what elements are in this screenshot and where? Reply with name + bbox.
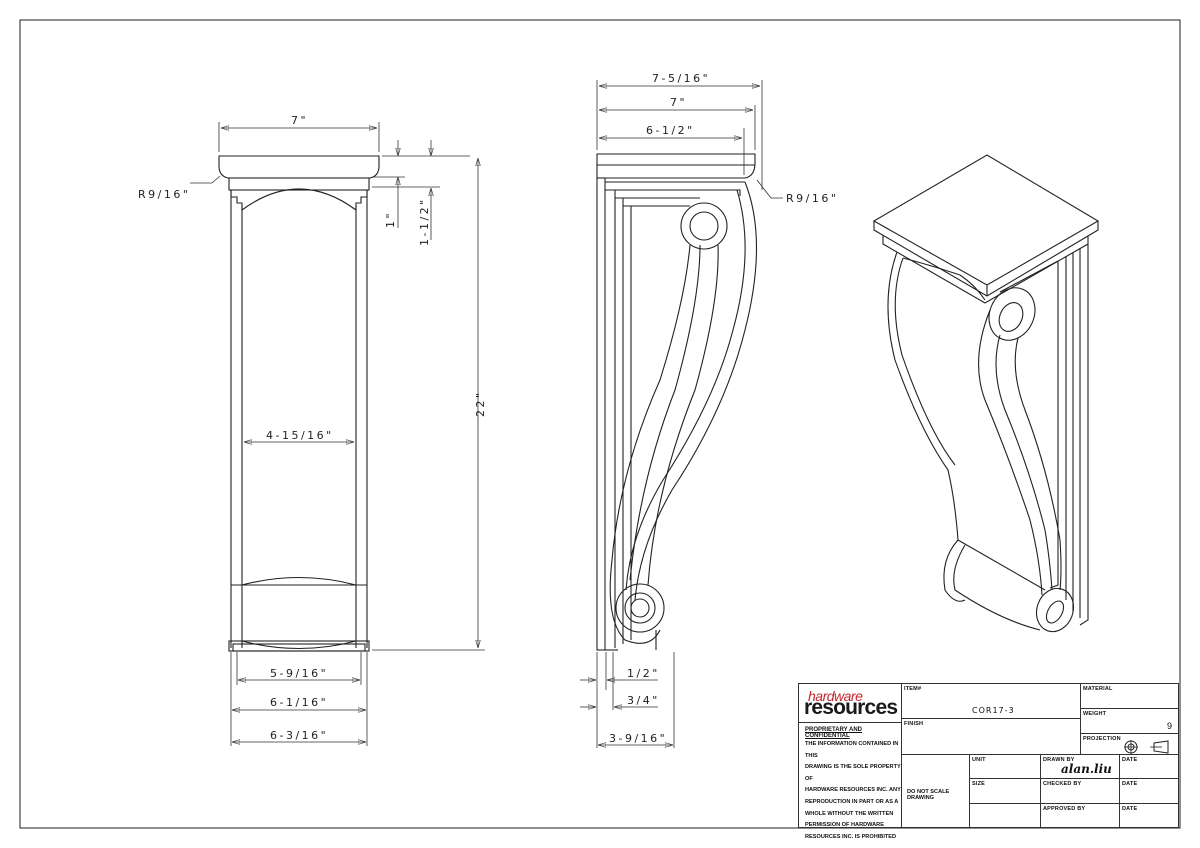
- checked-by-cell: CHECKED BY: [1040, 778, 1120, 804]
- material-cell: MATERIAL: [1080, 683, 1179, 709]
- weight-cell: WEIGHT 9: [1080, 708, 1179, 734]
- approved-by-label: APPROVED BY: [1043, 806, 1086, 812]
- logo-resources: resources: [804, 696, 898, 719]
- drawn-by-signature: alan.liu: [1061, 762, 1112, 776]
- drawn-by-cell: DRAWN BY alan.liu: [1040, 754, 1120, 779]
- side-view-dimensions: [580, 80, 783, 748]
- size-cell: SIZE: [969, 778, 1041, 804]
- date-label: DATE: [1122, 806, 1138, 812]
- finish-cell: FINISH: [901, 718, 1081, 755]
- item-cell: ITEM# COR17-3: [901, 683, 1081, 719]
- date-cell-checked: DATE: [1119, 778, 1179, 804]
- dim-side-offset-mid: 3/4": [627, 694, 660, 707]
- projection-cell: PROJECTION: [1080, 733, 1179, 756]
- side-view-dim-text: 7-5/16" 7" 6-1/2" R9/16" 1/2" 3/4" 3-9/1…: [609, 72, 838, 745]
- dim-side-top-inner: 6-1/2": [646, 124, 695, 137]
- notice-line: HARDWARE RESOURCES INC. ANY: [805, 787, 901, 794]
- unit-label: UNIT: [972, 757, 986, 763]
- dim-front-base-inner: 5-9/16": [270, 667, 328, 680]
- item-label: ITEM#: [904, 686, 922, 692]
- front-view-dimensions: [190, 122, 485, 746]
- proprietary-title: PROPRIETARY AND CONFIDENTIAL: [805, 727, 863, 739]
- notice-line: REPRODUCTION IN PART OR AS A: [805, 798, 899, 805]
- finish-label: FINISH: [904, 721, 924, 727]
- dim-front-cap-height: 1": [384, 211, 397, 228]
- title-block: hardware resources PROPRIETARY AND CONFI…: [798, 683, 1179, 840]
- dim-front-inner-width: 4-15/16": [266, 429, 334, 442]
- notice-line: THE INFORMATION CONTAINED IN THIS: [805, 741, 899, 759]
- proprietary-notice-cell: PROPRIETARY AND CONFIDENTIAL THE INFORMA…: [798, 722, 902, 840]
- checked-by-label: CHECKED BY: [1043, 781, 1082, 787]
- date-cell-drawn: DATE: [1119, 754, 1179, 779]
- dim-front-base-mid: 6-1/16": [270, 696, 328, 709]
- logo-hardware: hardware: [808, 688, 863, 704]
- notice-line: WHOLE WITHOUT THE WRITTEN: [805, 810, 894, 817]
- item-value: COR17-3: [972, 706, 1015, 715]
- material-label: MATERIAL: [1083, 686, 1113, 692]
- weight-value: 9: [1166, 721, 1172, 731]
- dim-side-top-width: 7": [670, 96, 687, 109]
- dim-side-base-depth: 3-9/16": [609, 732, 667, 745]
- dim-front-radius: R9/16": [138, 188, 190, 201]
- date-label: DATE: [1122, 757, 1138, 763]
- dim-front-total-height: 22": [474, 390, 487, 417]
- drawn-by-label: DRAWN BY: [1043, 757, 1075, 763]
- logo-cell: hardware resources: [798, 683, 902, 723]
- dim-side-offset-small: 1/2": [627, 667, 660, 680]
- dim-front-cap-total: 1-1/2": [418, 197, 431, 246]
- dim-front-top-width: 7": [291, 114, 308, 127]
- notice-line: PERMISSION OF HARDWARE: [805, 822, 884, 829]
- front-view-dim-text: 7" R9/16" 1" 1-1/2" 22" 4-15/16" 5-9/16"…: [138, 114, 487, 742]
- size-label: SIZE: [972, 781, 986, 787]
- do-not-scale-cell: DO NOT SCALE DRAWING: [901, 754, 970, 828]
- isometric-view: [872, 154, 1100, 633]
- date-cell-approved: DATE: [1119, 803, 1179, 828]
- third-angle-projection-icon: [1124, 740, 1169, 754]
- dim-side-radius: R9/16": [786, 192, 838, 205]
- notice-line: DRAWING IS THE SOLE PROPERTY OF: [805, 764, 901, 782]
- notice-line: RESOURCES INC. IS PROHIBITED: [805, 833, 897, 840]
- date-label: DATE: [1122, 781, 1138, 787]
- proprietary-notice: THE INFORMATION CONTAINED IN THIS DRAWIN…: [805, 739, 909, 843]
- do-not-scale-text: DO NOT SCALE DRAWING: [907, 789, 950, 801]
- sheet-border: [19, 19, 1181, 829]
- blank-cell: [969, 803, 1041, 828]
- unit-cell: UNIT: [969, 754, 1041, 779]
- approved-by-cell: APPROVED BY: [1040, 803, 1120, 828]
- dim-side-top-overall: 7-5/16": [652, 72, 710, 85]
- projection-label: PROJECTION: [1083, 736, 1121, 742]
- front-view: [218, 155, 380, 652]
- dim-front-base-outer: 6-3/16": [270, 729, 328, 742]
- weight-label: WEIGHT: [1083, 711, 1107, 717]
- side-view: [596, 153, 757, 651]
